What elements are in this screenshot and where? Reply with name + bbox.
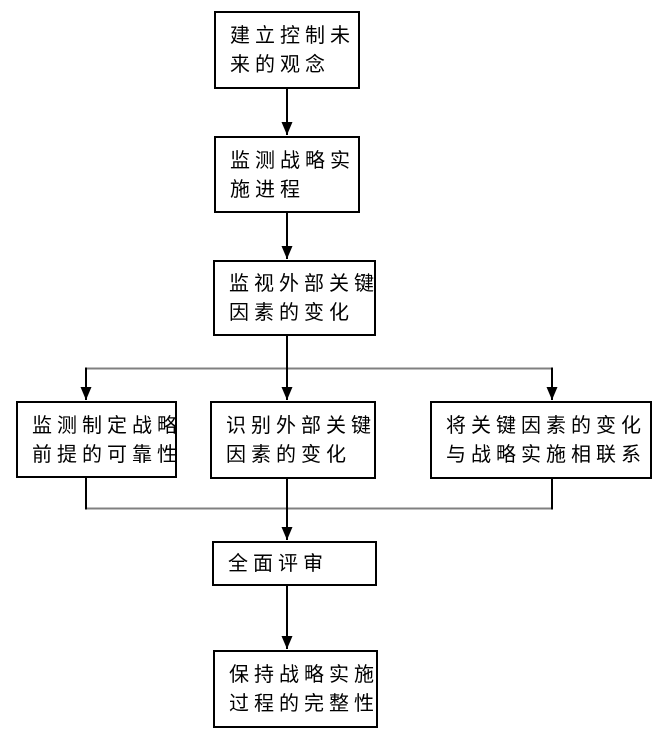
node-text-line: 识别外部关键 xyxy=(226,413,376,437)
node-text-line: 将关键因素的变化 xyxy=(446,413,646,437)
node-link-factor-changes-to-implementation: 将关键因素的变化 与战略实施相联系 xyxy=(430,401,652,479)
node-maintain-implementation-integrity: 保持战略实施 过程的完整性 xyxy=(213,650,378,728)
node-text-line: 因素的变化 xyxy=(229,300,354,324)
node-monitor-strategy-implementation-progress: 监测战略实 施进程 xyxy=(214,136,360,213)
node-text-line: 前提的可靠性 xyxy=(32,441,182,466)
node-text-line: 建立控制未 xyxy=(230,23,355,47)
node-watch-external-key-factor-changes: 监视外部关键 因素的变化 xyxy=(213,260,376,336)
node-text-line: 因素的变化 xyxy=(226,442,351,466)
node-text-line: 与战略实施相联系 xyxy=(446,442,646,466)
node-monitor-strategy-premise-reliability: 监测制定战略 前提的可靠性 xyxy=(16,401,177,478)
node-text-line: 保持战略实施 xyxy=(229,662,379,686)
node-text-line: 全面评审 xyxy=(228,551,328,575)
node-text-line: 过程的完整性 xyxy=(229,691,379,715)
node-comprehensive-review: 全面评审 xyxy=(212,541,377,586)
node-establish-future-control-concept: 建立控制未 来的观念 xyxy=(214,11,360,89)
node-text-line: 来的观念 xyxy=(230,52,330,76)
node-identify-external-key-factor-changes: 识别外部关键 因素的变化 xyxy=(210,401,376,479)
node-text-line: 监测战略实 xyxy=(230,147,355,172)
node-text-line: 监测制定战略 xyxy=(32,412,182,437)
node-text-line: 施进程 xyxy=(230,176,305,201)
node-text-line: 监视外部关键 xyxy=(229,271,379,295)
